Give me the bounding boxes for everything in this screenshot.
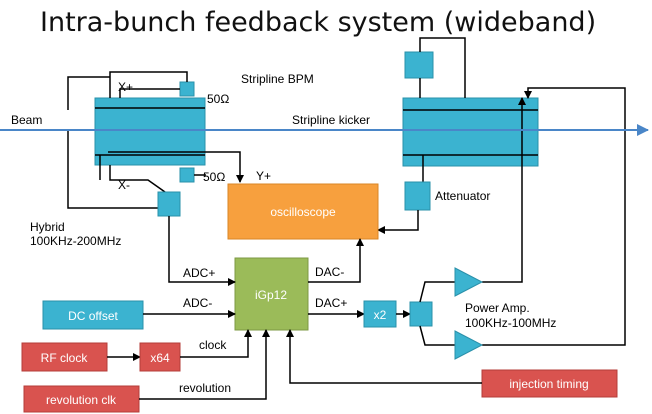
rf-clock-label: RF clock — [41, 351, 89, 365]
termination-50ohm-top — [179, 81, 195, 97]
adc-minus-label: ADC- — [183, 296, 212, 310]
y-plus-label: Y+ — [256, 169, 271, 183]
clock-label: clock — [199, 338, 227, 352]
hybrid-band-label: 100KHz-200MHz — [30, 234, 121, 248]
termination-50ohm-bottom — [179, 167, 195, 183]
igp12-label: iGp12 — [255, 288, 287, 302]
attenuator-label: Attenuator — [435, 189, 490, 203]
injection-timing-label: injection timing — [509, 377, 588, 391]
x2-label: x2 — [374, 308, 387, 322]
diagram-title: Intra-bunch feedback system (wideband) — [40, 7, 596, 38]
ohm-bottom-label: 50Ω — [203, 170, 225, 184]
stripline-kicker-label: Stripline kicker — [292, 113, 370, 127]
x-minus-label: X- — [118, 178, 130, 192]
hybrid-box — [157, 191, 181, 217]
igp12-box — [234, 257, 309, 331]
x-plus-label: X+ — [118, 80, 133, 94]
ohm-top-label: 50Ω — [207, 92, 229, 106]
x2-box — [363, 300, 397, 328]
adc-plus-label: ADC+ — [183, 266, 215, 280]
beam-label: Beam — [11, 113, 42, 127]
power-amp-band-label: 100KHz-100MHz — [465, 316, 556, 330]
attenuator-box — [404, 181, 431, 211]
power-amp-upper — [454, 267, 484, 297]
stripline-bpm-label: Stripline BPM — [241, 72, 314, 86]
rf-clock-box — [21, 342, 108, 372]
injection-timing-box — [481, 369, 618, 398]
oscilloscope-box — [227, 183, 379, 240]
dc-offset-label: DC offset — [68, 309, 118, 323]
revolution-clk-label: revolution clk — [46, 393, 117, 407]
kicker-termination-box — [404, 51, 434, 79]
power-amp-lower — [454, 330, 484, 360]
power-amp-label: Power Amp. — [465, 301, 530, 315]
splitter-box — [409, 301, 433, 327]
dac-plus-label: DAC+ — [315, 296, 347, 310]
stripline-bpm-body — [94, 97, 206, 166]
x64-label: x64 — [150, 351, 170, 365]
revolution-label: revolution — [179, 381, 231, 395]
oscilloscope-label: oscilloscope — [270, 205, 336, 219]
dac-minus-label: DAC- — [315, 265, 344, 279]
hybrid-label: Hybrid — [30, 220, 65, 234]
dc-offset-box — [42, 300, 144, 330]
revolution-clk-box — [23, 385, 140, 413]
